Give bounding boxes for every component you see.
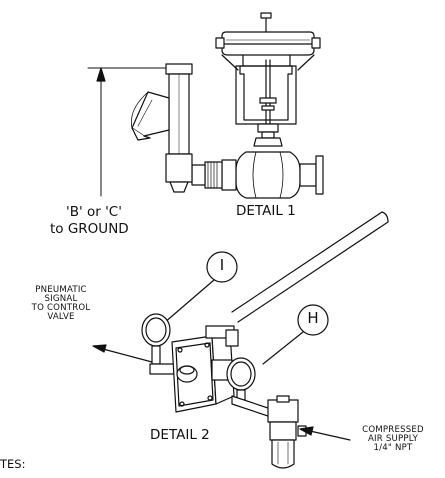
air-supply-line-3: 1/4" NPT bbox=[373, 443, 413, 454]
balloon-h-label: H bbox=[307, 309, 319, 327]
air-supply-line-1: COMPRESSED bbox=[362, 425, 424, 435]
detail2-caption: DETAIL 2 bbox=[150, 427, 210, 443]
ip-transducer bbox=[171, 325, 239, 413]
air-supply-label: COMPRESSED AIR SUPPLY 1/4" NPT bbox=[348, 425, 438, 454]
pneumatic-signal-label: PNEUMATIC SIGNAL TO CONTROL VALVE bbox=[26, 285, 96, 323]
pneumatic-signal-line-2: SIGNAL bbox=[44, 294, 78, 305]
ground-dimension-label-2: to GROUND bbox=[50, 221, 129, 237]
pneumatic-signal-line-4: VALVE bbox=[47, 312, 75, 323]
pneumatic-signal-line-1: PNEUMATIC bbox=[35, 285, 87, 295]
air-supply-arrow bbox=[299, 426, 351, 441]
actuator-yoke bbox=[235, 59, 297, 131]
strainer-assembly bbox=[130, 63, 193, 193]
ground-dimension-line bbox=[87, 67, 171, 197]
control-valve-body bbox=[221, 151, 324, 199]
balloon-i bbox=[163, 251, 238, 324]
filter-regulator bbox=[267, 395, 307, 469]
actuator-top bbox=[215, 12, 321, 71]
pressure-gauge-h bbox=[226, 357, 256, 401]
ground-dimension-label-1: 'B' or 'C' bbox=[66, 204, 122, 220]
signal-tube bbox=[231, 211, 389, 323]
pressure-gauge-i bbox=[141, 313, 171, 365]
detail1-caption: DETAIL 1 bbox=[236, 203, 296, 219]
detail2-assembly bbox=[92, 211, 389, 469]
balloon-h bbox=[262, 304, 329, 365]
balloon-i-label: I bbox=[219, 256, 225, 274]
pneumatic-signal-line-3: TO CONTROL bbox=[31, 303, 91, 314]
pneumatic-signal-arrow bbox=[92, 344, 153, 363]
detail1-assembly bbox=[87, 12, 324, 199]
pipe-union bbox=[191, 161, 223, 189]
notes-heading: TES: bbox=[0, 457, 26, 471]
valve-bonnet bbox=[253, 123, 283, 147]
air-supply-line-2: AIR SUPPLY bbox=[367, 434, 419, 445]
